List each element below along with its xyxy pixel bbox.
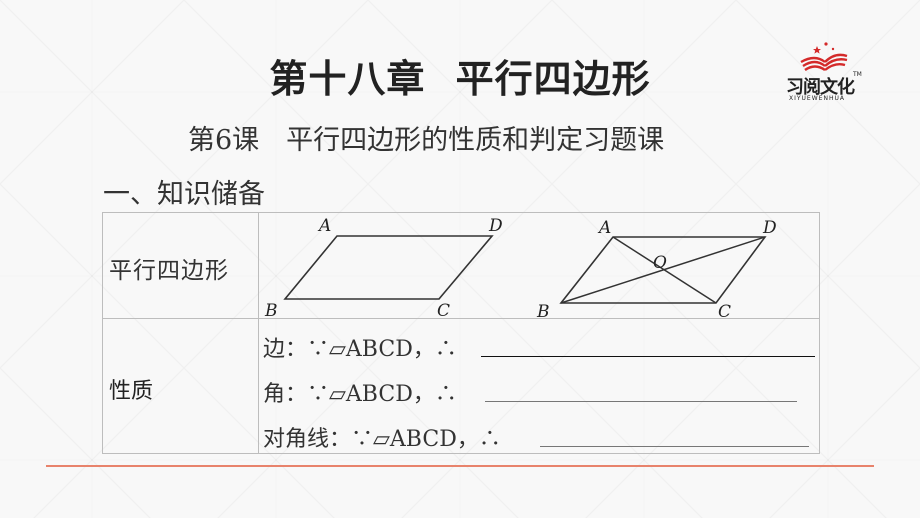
svg-text:B: B	[264, 301, 278, 318]
answer-blank-angles[interactable]	[485, 401, 797, 402]
property-diagonals: 对角线：∵▱ABCD，∴	[263, 427, 501, 452]
row-label-properties: 性质	[109, 379, 154, 404]
svg-text:O: O	[653, 253, 667, 273]
svg-text:A: A	[317, 216, 331, 236]
footer-divider	[46, 465, 874, 467]
column-divider	[258, 213, 259, 453]
brand-name: 习阅文化	[786, 77, 855, 98]
property-sides: 边：∵▱ABCD，∴	[263, 337, 457, 362]
svg-text:D: D	[762, 218, 777, 238]
svg-text:D: D	[488, 216, 503, 236]
chapter-title: 第十八章 平行四边形	[0, 48, 920, 103]
answer-blank-sides[interactable]	[481, 356, 815, 357]
svg-text:C: C	[437, 301, 450, 318]
logo: TM 习阅文化 XIYUEWENHUA	[783, 40, 873, 104]
svg-text:A: A	[597, 218, 611, 238]
knowledge-table: 平行四边形 A D B C 性质 A D O B C 性质 边：∵▱ABCD，∴…	[102, 212, 820, 454]
row-divider	[103, 318, 819, 319]
row-label-parallelogram: 平行四边形	[109, 258, 229, 284]
property-angles: 角：∵▱ABCD，∴	[263, 382, 457, 407]
chapter-number: 第十八章	[269, 57, 426, 101]
parallelogram-diagonals-figure: 性质 A D O B C	[536, 218, 777, 318]
svg-text:C: C	[718, 302, 731, 318]
book-stars-icon	[800, 42, 848, 72]
chapter-name: 平行四边形	[455, 57, 651, 101]
trademark: TM	[853, 71, 862, 78]
section-heading: 一、知识储备	[103, 179, 265, 210]
parallelogram-figure: A D B C	[264, 216, 503, 318]
svg-text:B: B	[536, 302, 550, 318]
lesson-subtitle: 第6课 平行四边形的性质和判定习题课	[188, 125, 665, 156]
brand-pinyin: XIYUEWENHUA	[789, 95, 845, 102]
answer-blank-diagonals[interactable]	[540, 446, 809, 447]
